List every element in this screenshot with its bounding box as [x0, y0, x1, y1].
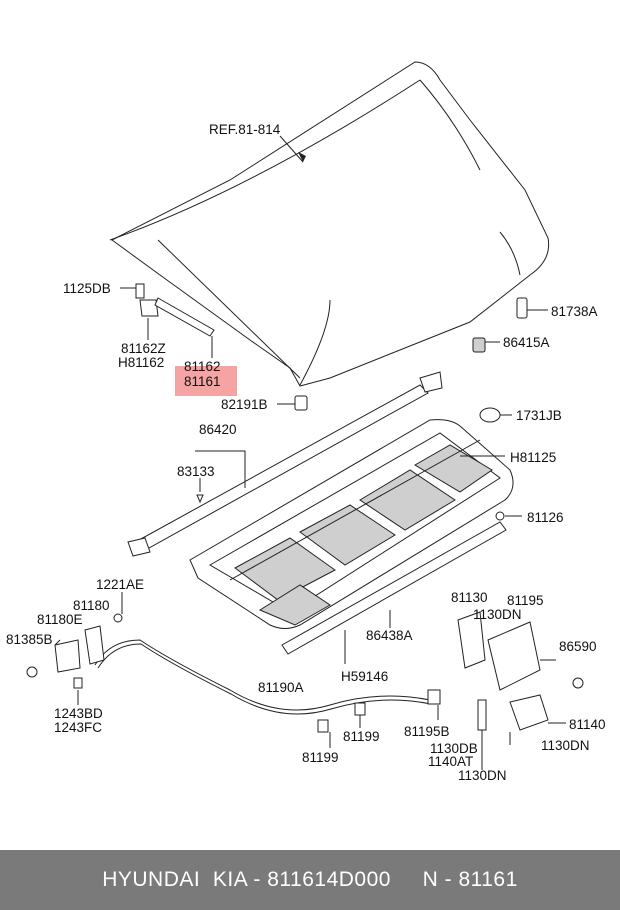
seal-strip-h59146 — [281, 521, 507, 655]
label-81126: 81126 — [527, 510, 564, 525]
label-1130DB: 1130DB — [430, 741, 478, 756]
label-81180E: 81180E — [37, 612, 83, 627]
label-H81162: H81162 — [118, 355, 164, 370]
label-81195B: 81195B — [404, 724, 450, 739]
label-1140AT: 1140AT — [428, 754, 473, 769]
highlight-box-81161 — [175, 366, 237, 396]
label-1125DB: 1125DB — [63, 281, 111, 296]
label-81385B: 81385B — [6, 632, 53, 647]
label-H81125: H81125 — [510, 450, 556, 465]
leader-lines — [54, 287, 566, 770]
label-1130DN-c: 1130DN — [541, 738, 590, 753]
parts-diagram: REF.81-814 1125DB 81738A 81162Z H81162 8… — [6, 61, 606, 783]
label-83133: 83133 — [177, 464, 215, 479]
label-81199-a: 81199 — [343, 729, 380, 744]
part-labels: REF.81-814 1125DB 81738A 81162Z H81162 8… — [6, 122, 606, 783]
label-81162: 81162 — [184, 359, 221, 374]
label-86590: 86590 — [559, 639, 597, 654]
label-1221AE: 1221AE — [96, 577, 144, 592]
label-H59146: H59146 — [341, 669, 388, 684]
hood-inner-panel — [189, 419, 514, 629]
label-86438A: 86438A — [366, 628, 413, 643]
label-86420: 86420 — [199, 422, 237, 437]
label-81199-b: 81199 — [302, 750, 339, 765]
hood-seal-86420 — [127, 371, 443, 557]
label-81180: 81180 — [73, 598, 110, 613]
label-81140: 81140 — [569, 717, 606, 732]
footer-bar: HYUNDAI KIA - 811614D000 N - 81161 — [0, 850, 620, 910]
label-82191B: 82191B — [221, 397, 268, 412]
label-81161: 81161 — [184, 374, 221, 389]
label-1130DN-b: 1130DN — [458, 768, 507, 783]
label-81195: 81195 — [507, 593, 544, 608]
label-ref: REF.81-814 — [209, 122, 281, 137]
label-1243BD: 1243BD — [54, 706, 103, 721]
label-1130DN-a: 1130DN — [473, 607, 522, 622]
label-81162Z: 81162Z — [121, 341, 166, 356]
label-81130: 81130 — [451, 590, 488, 605]
label-81190A: 81190A — [258, 680, 304, 695]
small-fasteners — [26, 283, 584, 733]
label-81738A: 81738A — [551, 304, 598, 319]
label-1731JB: 1731JB — [516, 408, 562, 423]
label-1243FC: 1243FC — [54, 720, 102, 735]
footer-text: HYUNDAI KIA - 811614D000 N - 81161 — [102, 868, 518, 891]
release-cable-81190a — [94, 639, 431, 711]
hood-outer-panel — [109, 61, 550, 387]
label-86415A: 86415A — [503, 335, 550, 350]
